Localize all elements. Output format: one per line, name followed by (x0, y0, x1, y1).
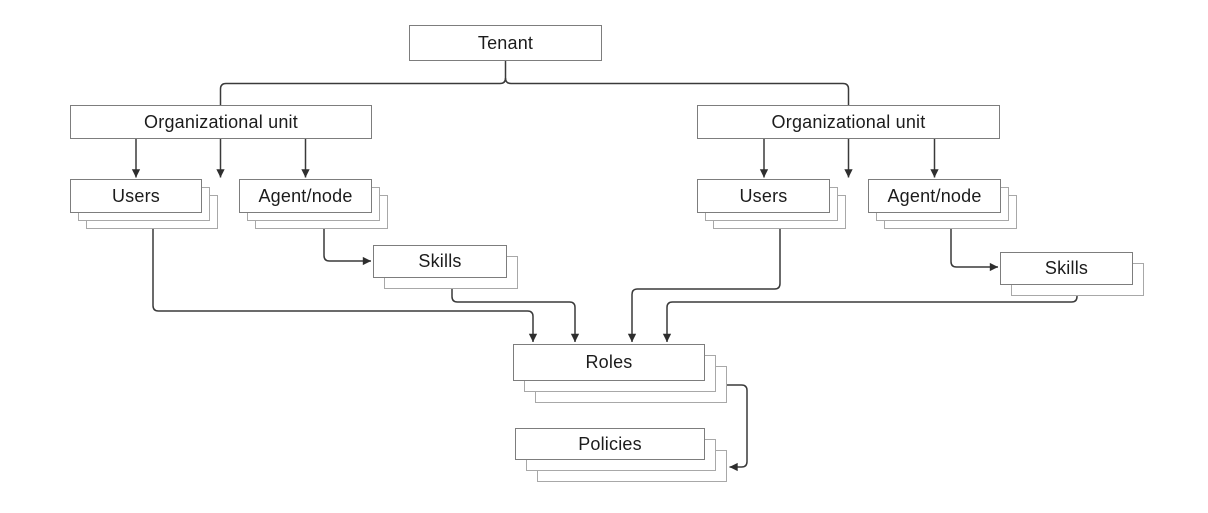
edge-tenant-to-org-unit-right (504, 77, 853, 178)
node-roles-label: Roles (585, 352, 633, 372)
node-policies: Policies (515, 428, 727, 482)
node-skills-left: Skills (373, 245, 518, 289)
edge-skills-right-to-roles (662, 296, 1078, 343)
edge-skills-left-to-roles (451, 289, 580, 343)
node-agent-node-left: Agent/node (239, 179, 388, 229)
node-policies-label: Policies (578, 433, 642, 454)
node-users-left-label: Users (111, 185, 160, 206)
edge-roles-to-policies (727, 384, 748, 472)
node-agent-node-left-label: Agent/node (258, 185, 353, 206)
edge-users-right-to-roles (627, 229, 781, 343)
node-org-unit-right-label: Organizational unit (771, 111, 926, 132)
node-skills-left-label: Skills (418, 251, 462, 271)
node-agent-node-right: Agent/node (868, 179, 1017, 229)
node-skills-right-label: Skills (1044, 258, 1089, 278)
node-agent-node-right-label: Agent/node (887, 185, 982, 206)
node-tenant-label: Tenant (477, 32, 534, 53)
edge-users-left-to-roles (152, 229, 538, 343)
node-users-right-label: Users (739, 185, 788, 206)
node-roles: Roles (513, 344, 727, 403)
node-tenant: Tenant (409, 25, 602, 61)
node-users-right: Users (697, 179, 846, 229)
edge-agent-node-right-to-skills-right (950, 229, 999, 272)
node-org-unit-right: Organizational unit (697, 105, 1000, 139)
node-org-unit-left: Organizational unit (70, 105, 372, 139)
node-org-unit-left-label: Organizational unit (144, 111, 298, 132)
edge-agent-node-left-to-skills-left (323, 229, 372, 266)
node-skills-right: Skills (1000, 252, 1144, 296)
node-users-left: Users (70, 179, 218, 229)
edge-tenant-to-org-unit-left (216, 77, 507, 178)
